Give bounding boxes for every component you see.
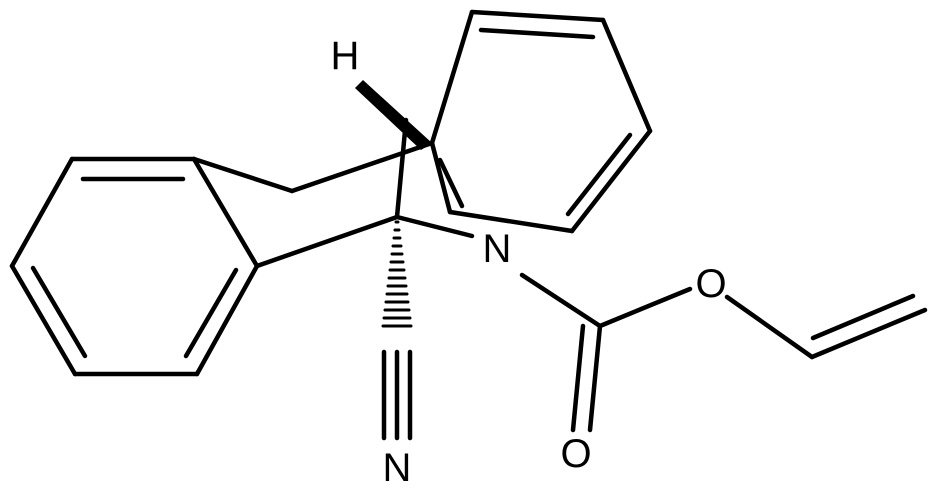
right-benzene-ring	[429, 9, 653, 234]
ring-nitrogen-label: N	[483, 227, 512, 271]
carbamate-bonds	[519, 272, 928, 433]
hashed-bond-to-nitrile	[381, 220, 413, 328]
bridge-bonds	[191, 117, 475, 269]
ether-oxygen-label: O	[695, 262, 726, 306]
wedge-bond-to-hydrogen	[355, 80, 432, 150]
nitrile-nitrogen-label: N	[383, 446, 412, 490]
hydrogen-label: H	[331, 34, 360, 78]
carbonyl-oxygen-label: O	[560, 432, 591, 476]
nitrile-triple-bond	[381, 349, 413, 441]
left-benzene-ring	[9, 156, 260, 377]
